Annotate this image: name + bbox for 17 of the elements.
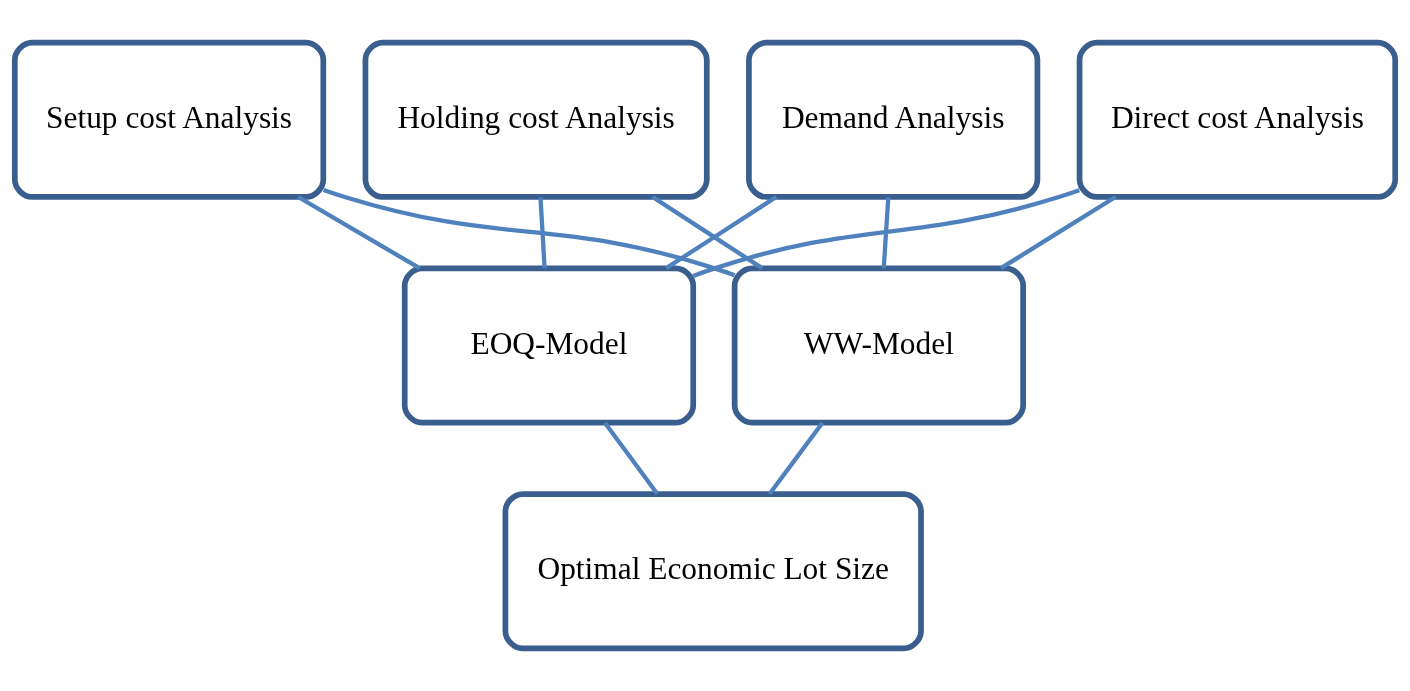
node-box: EOQ-Model <box>401 265 697 426</box>
node-box: Holding cost Analysis <box>362 39 710 200</box>
connector <box>538 197 547 269</box>
connector <box>651 195 764 270</box>
node-box: Setup cost Analysis <box>11 39 327 200</box>
connector <box>692 188 1080 278</box>
connector <box>322 187 736 278</box>
connector <box>603 421 660 496</box>
node-box: WW-Model <box>731 265 1026 426</box>
connector <box>999 195 1117 270</box>
connector <box>767 421 825 496</box>
connector <box>881 197 891 269</box>
node-box: Demand Analysis <box>746 39 1041 200</box>
connector <box>665 195 778 270</box>
connector <box>297 195 421 270</box>
node-box: Direct cost Analysis <box>1076 39 1399 200</box>
node-box: Optimal Economic Lot Size <box>502 491 924 652</box>
